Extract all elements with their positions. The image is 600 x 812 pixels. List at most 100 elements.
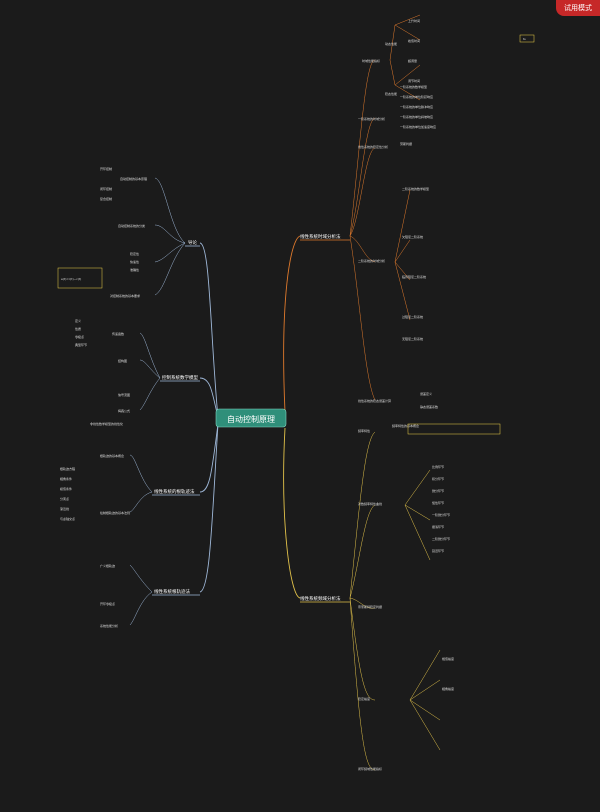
rl-item-5: 与虚轴交点 <box>60 516 75 521</box>
rl-item-2: 模值条件 <box>60 486 72 491</box>
math-tf-3: 典型环节 <box>75 342 87 347</box>
intro-basic: 自动控制的基本原理 <box>120 176 147 181</box>
math-lin: 非线性数学模型的线性化 <box>90 421 123 426</box>
math-tf-1: 性质 <box>75 326 81 331</box>
rl-item-1: 相角条件 <box>60 476 72 481</box>
root-node[interactable]: 自动控制原理 <box>215 408 287 428</box>
first-order-item-1: 一阶系统的单位阶跃响应 <box>400 94 433 99</box>
first-order-item-3: 一阶系统的单位斜坡响应 <box>400 114 433 119</box>
root-locus-subtree: 根轨迹的基本概念 绘制根轨迹的基本法则 根轨迹方程 相角条件 模值条件 分离点 … <box>60 453 130 628</box>
second-order-item-3: 过阻尼二阶系统 <box>402 314 423 319</box>
second-order-item-4: 无阻尼二阶系统 <box>402 336 423 341</box>
branch-math-model[interactable]: 控制系统数学模型 <box>160 374 200 382</box>
rise-time: 上升时间 <box>408 18 420 23</box>
freq-item-0: 比例环节 <box>432 464 444 469</box>
freq-domain-subtree: 频率特性 频率特性的基本概念 对数频率特性曲线 比例环节 积分环节 微分环节 惯… <box>358 423 501 771</box>
branch-freq-domain[interactable]: 线性系统频域分析法 <box>300 595 350 603</box>
first-order-item-4: 一阶系统的单位加速度响应 <box>400 124 436 129</box>
freq-item-6: 二阶微分环节 <box>432 536 450 541</box>
branch-time-domain[interactable]: 线性系统时域分析法 <box>300 233 350 241</box>
intro-open-loop: 开环控制 <box>100 166 112 171</box>
root-label: 自动控制原理 <box>227 414 275 424</box>
error-const: 静态误差系数 <box>420 404 438 409</box>
perf-index: 时域性能指标 <box>362 58 380 63</box>
rl-rules: 绘制根轨迹的基本法则 <box>100 510 130 515</box>
connector-time-domain <box>283 235 301 413</box>
second-order-item-0: 二阶系统的数学模型 <box>402 186 429 191</box>
branch-freq-domain-label: 线性系统频域分析法 <box>300 595 341 602</box>
rl-concept: 根轨迹的基本概念 <box>100 453 124 458</box>
steady-error: 线性系统的稳态误差计算 <box>358 398 391 403</box>
branch-root-locus[interactable]: 线性系统的根轨迹法 <box>152 488 200 496</box>
bode: 对数频率特性曲线 <box>358 501 382 506</box>
highlight-box-freq <box>407 423 501 435</box>
trial-mode-badge[interactable]: 试用模式 <box>556 0 600 16</box>
second-order: 二阶系统的时域分析 <box>358 258 385 263</box>
rl-item-4: 渐近线 <box>60 506 69 511</box>
math-tf: 传递函数 <box>112 331 124 336</box>
tree-lines-yellow <box>349 431 441 771</box>
intro-subtree: 自动控制的基本原理 开环控制 闭环控制 复合控制 自动控制系统的分类 对控制系统… <box>57 166 147 298</box>
first-order-item-2: 一阶系统的单位脉冲响应 <box>400 104 433 109</box>
highlight-box-intro: e(t)=r(t)−c(t) <box>57 267 103 289</box>
error-def: 误差定义 <box>420 391 432 396</box>
connector-root-locus <box>199 423 219 493</box>
connector-intro <box>199 242 219 419</box>
overshoot: 超调量 <box>408 58 417 63</box>
intro-requirements: 对控制系统的基本要求 <box>110 293 140 298</box>
math-signal-flow: 信号流图 <box>118 392 130 397</box>
second-order-item-2: 临界阻尼二阶系统 <box>402 274 426 279</box>
steady-perf: 稳态性能 <box>385 91 397 96</box>
connector-root-locus-alt <box>199 423 219 593</box>
nyquist: 奈奎斯特稳定判据 <box>358 604 382 609</box>
branch-time-domain-label: 线性系统时域分析法 <box>300 233 341 240</box>
branch-root-locus-alt[interactable]: 线性系统根轨迹法 <box>152 588 200 596</box>
peak-time: 峰值时间 <box>408 38 420 43</box>
math-tf-2: 零极点 <box>75 334 84 339</box>
dynamic-perf: 动态性能 <box>385 41 397 46</box>
math-model-subtree: 传递函数 定义 性质 零极点 典型环节 结构图 信号流图 梅森公式 非线性数学模… <box>75 318 130 426</box>
tree-lines <box>349 14 421 401</box>
math-diagram: 结构图 <box>118 358 127 363</box>
rl-item-3: 分离点 <box>60 496 69 501</box>
rl-perf: 系统性能分析 <box>100 623 118 628</box>
tag-ts: ts <box>523 37 526 41</box>
freq-char: 频率特性 <box>358 428 370 433</box>
freq-item-4: 一阶微分环节 <box>432 512 450 517</box>
tree-lines-blue <box>129 177 186 626</box>
settle-time: 调节时间 <box>408 78 420 83</box>
branch-intro[interactable]: 导论 <box>185 239 200 247</box>
branch-root-locus-label: 线性系统的根轨迹法 <box>154 488 195 495</box>
rl-generalized: 广义根轨迹 <box>100 563 115 568</box>
freq-item-7: 延迟环节 <box>432 548 444 553</box>
freq-def: 频率特性的基本概念 <box>392 423 419 428</box>
gain-margin: 幅值裕度 <box>442 656 454 661</box>
time-domain-subtree: 时域性能指标 动态性能 上升时间 峰值时间 超调量 调节时间 稳态性能 ts 一… <box>358 18 535 409</box>
intro-formula: e(t)=r(t)−c(t) <box>61 277 81 281</box>
freq-item-1: 积分环节 <box>432 476 444 481</box>
second-order-item-1: 欠阻尼二阶系统 <box>402 234 423 239</box>
intro-compound: 复合控制 <box>100 196 112 201</box>
freq-item-3: 惯性环节 <box>432 500 444 505</box>
math-tf-0: 定义 <box>75 318 81 323</box>
intro-req-2: 准确性 <box>130 267 139 272</box>
freq-item-2: 微分环节 <box>432 488 444 493</box>
rl-zero-pole: 开环零极点 <box>100 601 115 606</box>
stability: 线性系统的稳定性分析 <box>358 144 388 149</box>
stability-margin: 稳定裕度 <box>358 696 370 701</box>
intro-req-1: 快速性 <box>130 259 139 264</box>
intro-closed-loop: 闭环控制 <box>100 186 112 191</box>
trial-mode-title: 试用模式 <box>564 3 592 12</box>
intro-classify: 自动控制系统的分类 <box>118 223 145 228</box>
connector-freq-domain <box>283 427 301 599</box>
rl-item-0: 根轨迹方程 <box>60 466 75 471</box>
first-order: 一阶系统的时域分析 <box>358 116 385 121</box>
math-mason: 梅森公式 <box>118 408 130 413</box>
closed-loop-perf: 闭环频域性能指标 <box>358 766 382 771</box>
branch-intro-label: 导论 <box>188 239 197 246</box>
branch-math-model-label: 控制系统数学模型 <box>162 374 198 381</box>
branch-root-locus-alt-label: 线性系统根轨迹法 <box>154 588 190 595</box>
intro-req-0: 稳定性 <box>130 251 139 256</box>
freq-item-5: 振荡环节 <box>432 524 444 529</box>
